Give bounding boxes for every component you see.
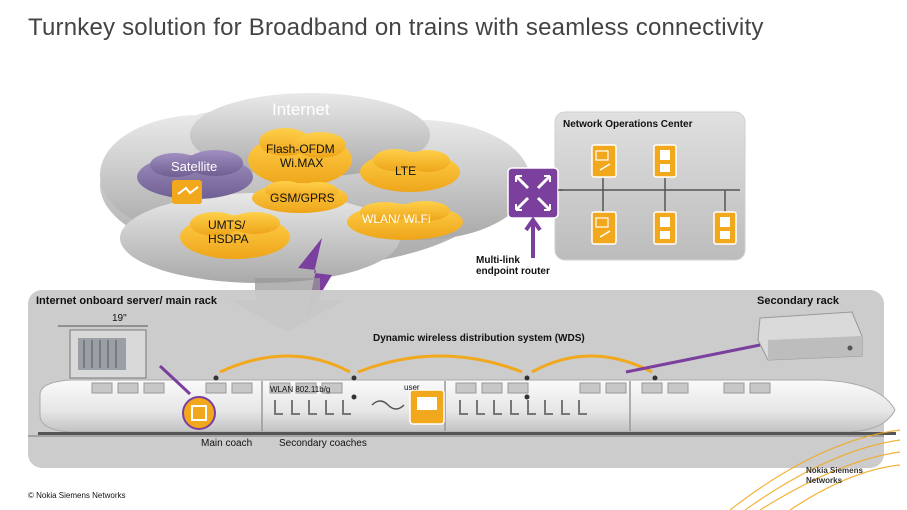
wds-label: Dynamic wireless distribution system (WD… xyxy=(373,333,585,344)
purple-links xyxy=(158,343,761,396)
gsm-cloud xyxy=(252,181,348,213)
router-label-line1: Multi-link xyxy=(476,255,520,266)
lte-label: LTE xyxy=(395,164,417,178)
user-label: user xyxy=(404,383,420,392)
secondary-rack-label: Secondary rack xyxy=(757,295,839,307)
wifi-antenna-icon xyxy=(213,375,658,381)
wds-links xyxy=(219,354,653,374)
logo-line2: Networks xyxy=(806,476,843,485)
wimax-label: Wi.MAX xyxy=(280,156,324,170)
noc-label: Network Operations Center xyxy=(563,119,693,130)
flash-ofdm-label: Flash-OFDM xyxy=(266,142,335,156)
gsm-label: GSM/GPRS xyxy=(270,191,335,205)
umts-cloud xyxy=(180,212,290,259)
noc-workstation-icon xyxy=(591,211,617,245)
wlan-standard-label: WLAN 802.11b/g xyxy=(270,385,331,394)
umts-label: UMTS/ xyxy=(208,218,246,232)
wlan-cloud xyxy=(347,201,463,240)
user-laptop-icon xyxy=(371,389,445,425)
noc-server-icon xyxy=(713,211,737,245)
wifi-antenna-icon xyxy=(351,394,530,400)
satellite-icon xyxy=(172,180,202,204)
flash-ofdm-cloud xyxy=(248,128,352,186)
main-coach-label: Main coach xyxy=(201,438,253,449)
logo-line1: Nokia Siemens xyxy=(806,466,863,475)
logo-arcs xyxy=(729,429,901,510)
satellite-label: Satellite xyxy=(171,159,218,174)
main-rack-device xyxy=(69,329,147,379)
rack-size-label: 19" xyxy=(112,313,127,324)
noc-workstation-icon xyxy=(591,144,617,178)
noc-server-icon xyxy=(653,144,677,178)
lte-cloud xyxy=(360,149,460,192)
train-panel xyxy=(28,290,884,468)
copyright-label: © Nokia Siemens Networks xyxy=(28,491,126,500)
wlan-label: WLAN/ Wi.Fi xyxy=(362,212,431,226)
onboard-server-label: Internet onboard server/ main rack xyxy=(36,295,217,307)
noc-server-icon xyxy=(653,211,677,245)
hsdpa-label: HSDPA xyxy=(208,232,249,246)
page-title: Turnkey solution for Broadband on trains… xyxy=(28,14,764,41)
secondary-coaches-label: Secondary coaches xyxy=(279,438,367,449)
satellite-cloud xyxy=(137,150,253,199)
internet-label: Internet xyxy=(272,100,330,119)
router-label-line2: endpoint router xyxy=(476,266,550,277)
main-coach-router-icon xyxy=(182,396,216,430)
router-arrow xyxy=(524,216,542,258)
train-windows xyxy=(91,382,771,394)
train-seats xyxy=(274,400,587,415)
secondary-rack-device xyxy=(757,311,863,361)
router-icon xyxy=(507,167,559,219)
